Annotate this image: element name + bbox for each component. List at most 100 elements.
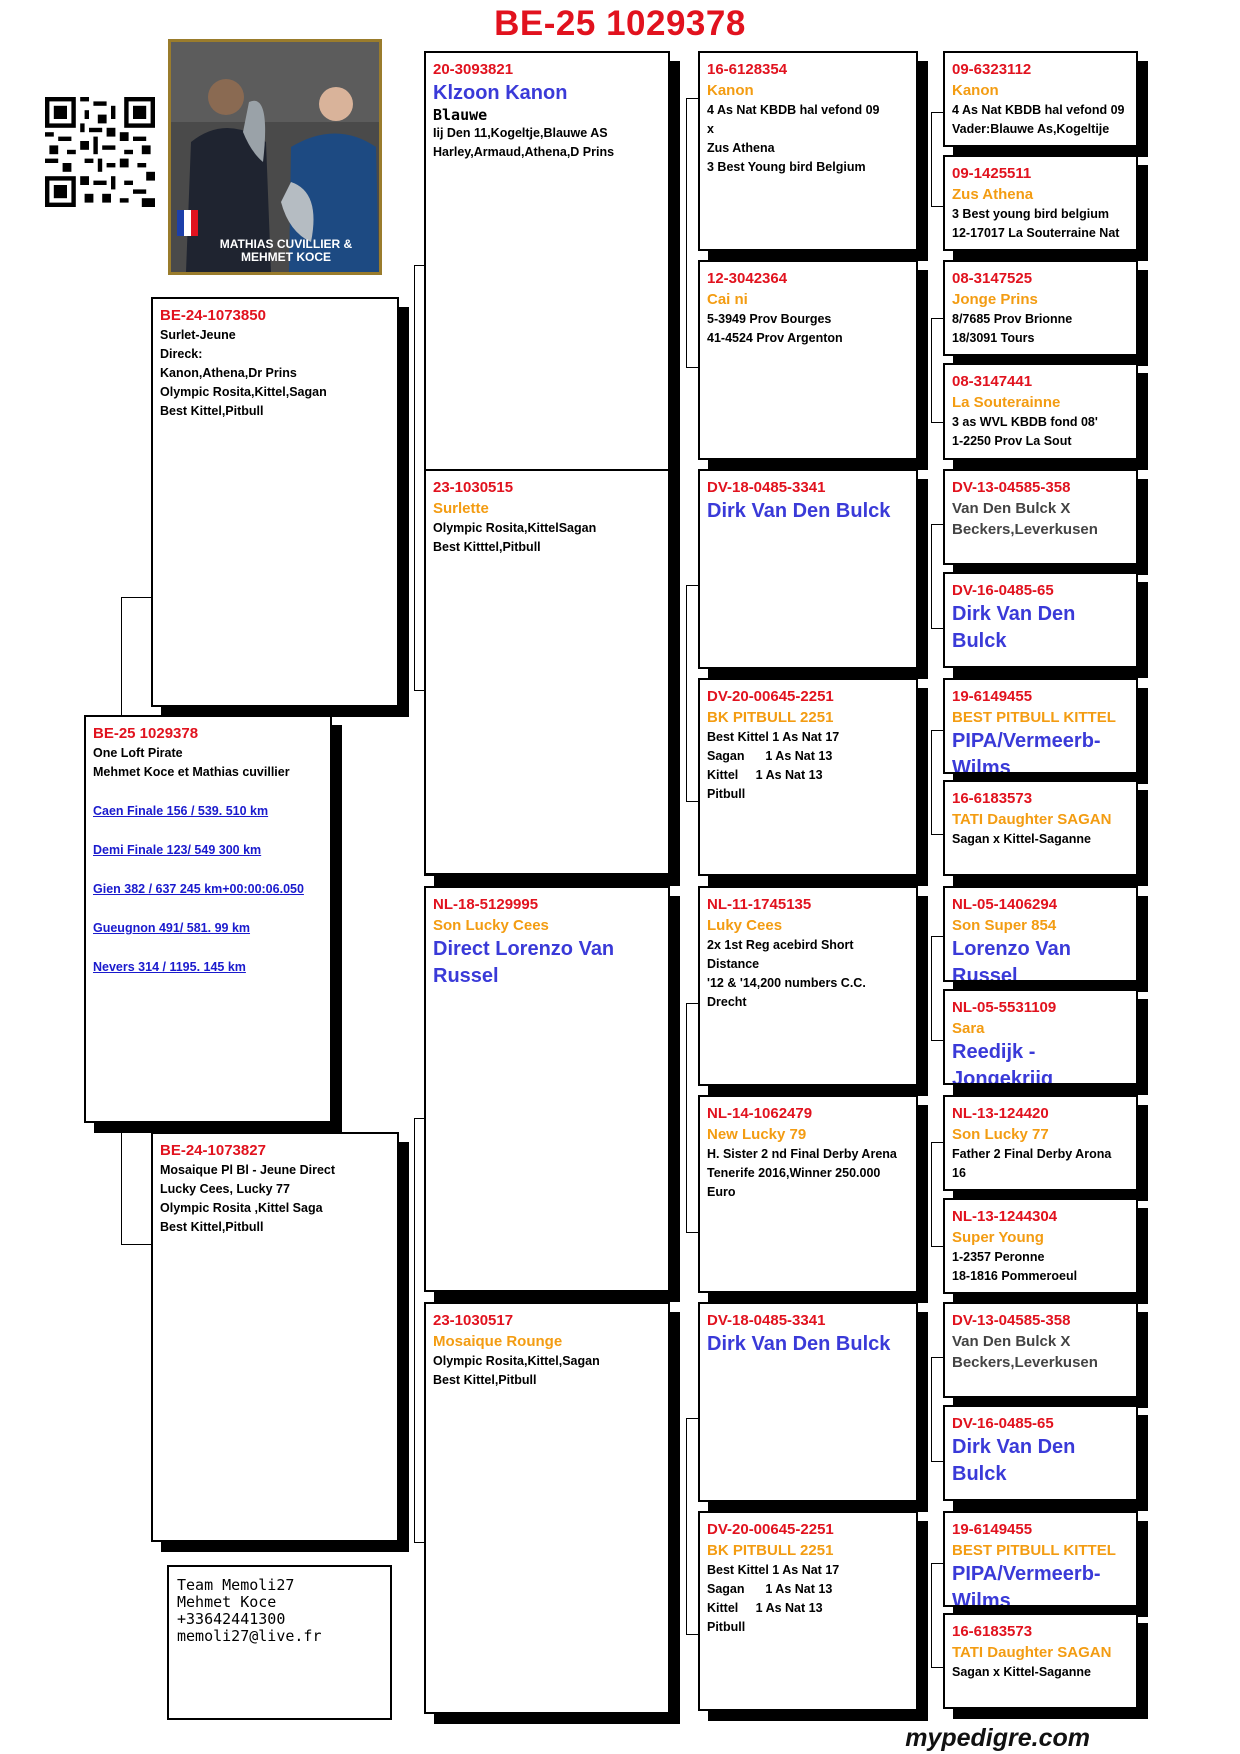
- result-link[interactable]: Gueugnon 491/ 581. 99 km: [93, 921, 251, 935]
- qr-code-icon: [45, 97, 155, 207]
- dam-line: Olympic Rosita ,Kittel Saga: [160, 1201, 323, 1215]
- result-link[interactable]: Demi Finale 123/ 549 300 km: [93, 843, 262, 857]
- sire-card[interactable]: BE-24-1073850 Surlet-Jeune Direck: Kanon…: [151, 297, 399, 707]
- gggp-card[interactable]: DV-16-0485-65 Dirk Van Den Bulck: [943, 572, 1138, 668]
- gp-name-alt: Son Lucky Cees: [433, 917, 549, 934]
- gggp-card[interactable]: NL-05-1406294 Son Super 854 Lorenzo Van …: [943, 886, 1138, 982]
- gggp-card[interactable]: DV-16-0485-65 Dirk Van Den Bulck: [943, 1405, 1138, 1501]
- great-grandparent-card[interactable]: DV-20-00645-2251 BK PITBULL 2251 Best Ki…: [698, 1511, 918, 1711]
- gggp-name: Super Young: [952, 1229, 1044, 1246]
- gggp-name-alt: BEST PITBULL KITTEL: [952, 709, 1116, 726]
- great-grandparent-card[interactable]: DV-20-00645-2251 BK PITBULL 2251 Best Ki…: [698, 678, 918, 876]
- gggp-line: 4 As Nat KBDB hal vefond 09: [952, 103, 1125, 117]
- gp-name: Klzoon Kanon: [433, 82, 568, 104]
- ggp-name: Cai ni: [707, 291, 748, 308]
- ggp-ring: DV-18-0485-3341: [707, 479, 826, 496]
- gggp-name: TATI Daughter SAGAN: [952, 1644, 1112, 1661]
- gggp-ring: NL-05-1406294: [952, 896, 1058, 913]
- gggp-card[interactable]: NL-13-1244304 Super Young 1-2357 Peronne…: [943, 1198, 1138, 1294]
- subject-card[interactable]: BE-25 1029378 One Loft Pirate Mehmet Koc…: [84, 715, 332, 1123]
- ggp-name: New Lucky 79: [707, 1126, 807, 1143]
- connector: [686, 98, 700, 368]
- gp-ring: NL-18-5129995: [433, 896, 539, 913]
- great-grandparent-card[interactable]: 12-3042364 Cai ni 5-3949 Prov Bourges 41…: [698, 260, 918, 460]
- gggp-card[interactable]: 16-6183573 TATI Daughter SAGAN Sagan x K…: [943, 1613, 1138, 1709]
- connector: [931, 936, 943, 1041]
- ggp-line: Sagan 1 As Nat 13: [707, 1582, 833, 1596]
- ggp-line: Kittel 1 As Nat 13: [707, 768, 823, 782]
- gggp-ring: NL-13-124420: [952, 1105, 1049, 1122]
- ggp-line: Best Kittel 1 As Nat 17: [707, 730, 840, 744]
- grandparent-card[interactable]: 23-1030517 Mosaique Rounge Olympic Rosit…: [424, 1302, 670, 1714]
- result-link[interactable]: Nevers 314 / 1195. 145 km: [93, 960, 246, 974]
- gggp-card[interactable]: 19-6149455 BEST PITBULL KITTEL PIPA/Verm…: [943, 1511, 1138, 1607]
- grandparent-card[interactable]: 23-1030515 Surlette Olympic Rosita,Kitte…: [424, 469, 670, 875]
- gggp-name: Dirk Van Den Bulck: [952, 1436, 1076, 1485]
- gggp-name: Son Lucky 77: [952, 1126, 1049, 1143]
- connector: [686, 1418, 700, 1635]
- gggp-name: Kanon: [952, 82, 999, 99]
- ggp-ring: 16-6128354: [707, 61, 788, 78]
- gggp-line: 3 as WVL KBDB fond 08': [952, 415, 1098, 429]
- connector: [414, 265, 424, 691]
- contact-email[interactable]: memoli27@live.fr: [177, 1627, 322, 1645]
- great-grandparent-card[interactable]: 16-6128354 Kanon 4 As Nat KBDB hal vefon…: [698, 51, 918, 251]
- gggp-card[interactable]: 08-3147441 La Souterainne 3 as WVL KBDB …: [943, 363, 1138, 460]
- great-grandparent-card[interactable]: NL-14-1062479 New Lucky 79 H. Sister 2 n…: [698, 1095, 918, 1293]
- ggp-line: Tenerife 2016,Winner 250.000: [707, 1166, 881, 1180]
- ggp-line: 4 As Nat KBDB hal vefond 09: [707, 103, 880, 117]
- gggp-card[interactable]: DV-13-04585-358 Van Den Bulck X Beckers,…: [943, 469, 1138, 565]
- gggp-card[interactable]: 09-1425511 Zus Athena 3 Best young bird …: [943, 155, 1138, 251]
- connector: [931, 112, 943, 207]
- gp-color: Blauwe: [433, 106, 488, 124]
- sire-line: Kanon,Athena,Dr Prins: [160, 366, 297, 380]
- ggp-ring: DV-20-00645-2251: [707, 1521, 834, 1538]
- gggp-name: Jonge Prins: [952, 291, 1038, 308]
- connector: [931, 1357, 943, 1462]
- gggp-card[interactable]: 19-6149455 BEST PITBULL KITTEL PIPA/Verm…: [943, 678, 1138, 774]
- grandparent-card[interactable]: NL-18-5129995 Son Lucky Cees Direct Lore…: [424, 886, 670, 1292]
- result-link[interactable]: Caen Finale 156 / 539. 510 km: [93, 804, 269, 818]
- gggp-line: 12-17017 La Souterraine Nat: [952, 226, 1120, 240]
- dam-line: Best Kittel,Pitbull: [160, 1220, 264, 1234]
- gggp-ring: 19-6149455: [952, 1521, 1033, 1538]
- great-grandparent-card[interactable]: NL-11-1745135 Luky Cees 2x 1st Reg acebi…: [698, 886, 918, 1086]
- great-grandparent-card[interactable]: DV-18-0485-3341 Dirk Van Den Bulck: [698, 469, 918, 669]
- subject-line: One Loft Pirate: [93, 746, 183, 760]
- gggp-name-alt: Son Super 854: [952, 917, 1057, 934]
- ggp-line: 41-4524 Prov Argenton: [707, 331, 843, 345]
- gggp-name: TATI Daughter SAGAN: [952, 811, 1112, 828]
- gggp-card[interactable]: NL-05-5531109 Sara Reedijk - Jongekrijg: [943, 989, 1138, 1085]
- connector: [931, 730, 943, 835]
- gggp-ring: DV-13-04585-358: [952, 479, 1071, 496]
- gggp-line: Father 2 Final Derby Arona: [952, 1147, 1112, 1161]
- gp-ring: 23-1030515: [433, 479, 514, 496]
- gggp-line: 1-2250 Prov La Sout: [952, 434, 1072, 448]
- sire-line: Direck:: [160, 347, 203, 361]
- gggp-card[interactable]: 16-6183573 TATI Daughter SAGAN Sagan x K…: [943, 780, 1138, 876]
- gp-line: Best Kittel,Pitbull: [433, 1373, 537, 1387]
- dam-line: Lucky Cees, Lucky 77: [160, 1182, 290, 1196]
- dam-card[interactable]: BE-24-1073827 Mosaique Pl Bl - Jeune Dir…: [151, 1132, 399, 1542]
- gggp-name-alt: Sara: [952, 1020, 985, 1037]
- gggp-card[interactable]: 08-3147525 Jonge Prins 8/7685 Prov Brion…: [943, 260, 1138, 356]
- great-grandparent-card[interactable]: DV-18-0485-3341 Dirk Van Den Bulck: [698, 1302, 918, 1502]
- gggp-line: 3 Best young bird belgium: [952, 207, 1109, 221]
- ggp-ring: DV-18-0485-3341: [707, 1312, 826, 1329]
- gp-line: Olympic Rosita,KittelSagan: [433, 521, 597, 535]
- dam-ring: BE-24-1073827: [160, 1142, 266, 1159]
- connector: [121, 1117, 151, 1245]
- gggp-card[interactable]: NL-13-124420 Son Lucky 77 Father 2 Final…: [943, 1095, 1138, 1191]
- sire-line: Best Kittel,Pitbull: [160, 404, 264, 418]
- gggp-ring: 19-6149455: [952, 688, 1033, 705]
- result-link[interactable]: Gien 382 / 637 245 km+00:00:06.050: [93, 882, 304, 896]
- ggp-name: Luky Cees: [707, 917, 783, 934]
- ggp-line: Zus Athena: [707, 141, 775, 155]
- gggp-card[interactable]: DV-13-04585-358 Van Den Bulck X Beckers,…: [943, 1302, 1138, 1398]
- gp-line: Harley,Armaud,Athena,D Prins: [433, 145, 615, 159]
- subject-line: Mehmet Koce et Mathias cuvillier: [93, 765, 290, 779]
- gp-ring: 20-3093821: [433, 61, 514, 78]
- gggp-line: Beckers,Leverkusen: [952, 521, 1098, 538]
- gggp-line: Vader:Blauwe As,Kogeltije: [952, 122, 1110, 136]
- gggp-card[interactable]: 09-6323112 Kanon 4 As Nat KBDB hal vefon…: [943, 51, 1138, 147]
